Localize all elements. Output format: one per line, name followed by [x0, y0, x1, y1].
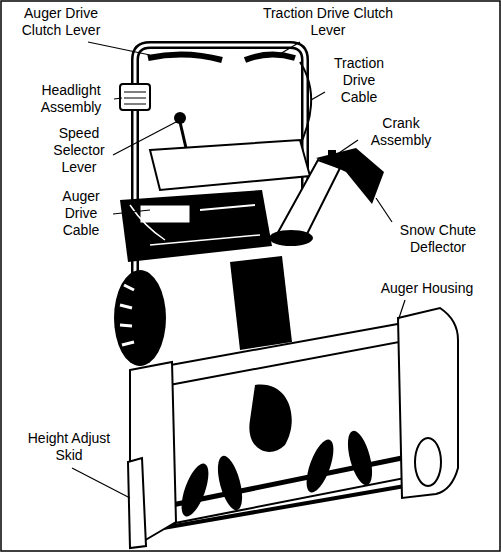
part-label: Headlight Assembly	[30, 82, 112, 116]
part-label: Traction Drive Clutch Lever	[258, 5, 398, 39]
body	[230, 256, 292, 350]
part-label: Crank Assembly	[356, 115, 446, 149]
control-panel	[150, 140, 310, 190]
housing-lip	[132, 316, 442, 392]
right-plate	[398, 308, 458, 498]
wheel	[114, 270, 166, 366]
scraper-bar	[140, 486, 405, 532]
height-adjust-skid	[128, 458, 146, 548]
part-label: Auger Housing	[372, 280, 482, 297]
part-label: Height Adjust Skid	[14, 430, 124, 464]
part-label: Traction Drive Cable	[327, 55, 391, 106]
chute	[276, 160, 340, 236]
chute-deflector	[316, 148, 384, 204]
leader-lines	[72, 42, 405, 498]
engine	[120, 190, 272, 262]
part-label: Speed Selector Lever	[46, 125, 112, 176]
traction-cable	[298, 62, 311, 150]
auger-lever	[148, 54, 222, 60]
part-label: Snow Chute Deflector	[390, 222, 486, 256]
headlight	[120, 84, 150, 110]
part-label: Auger Drive Clutch Lever	[8, 5, 114, 39]
part-label: Auger Drive Cable	[50, 188, 112, 239]
impeller	[249, 385, 291, 452]
speed-lever	[180, 122, 186, 148]
traction-lever	[245, 54, 295, 60]
